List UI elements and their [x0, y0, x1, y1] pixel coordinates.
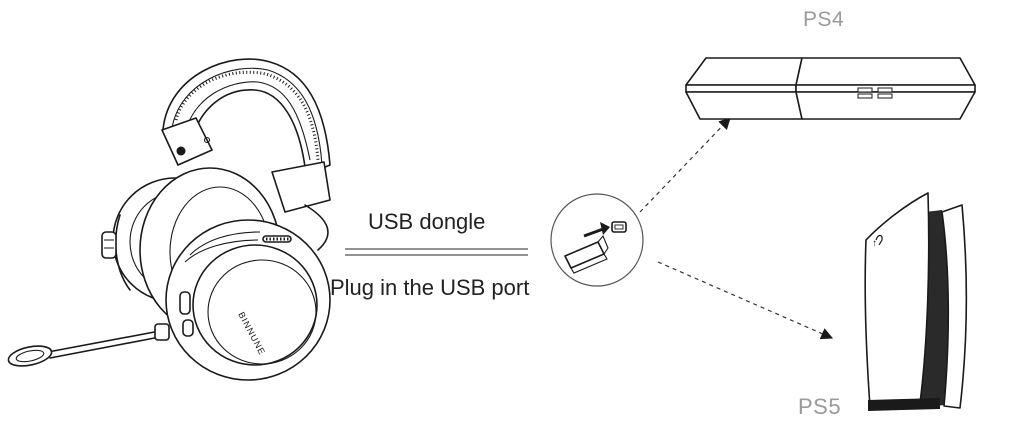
svg-text:↑: ↑ [872, 238, 877, 249]
arrow-to-ps4 [639, 117, 731, 213]
usb-dongle-icon [550, 193, 644, 287]
plug-instruction-label: Plug in the USB port [330, 275, 530, 300]
connector-lines [345, 248, 528, 256]
ps4-label: PS4 [803, 8, 845, 31]
ps5-label: PS5 [798, 394, 842, 419]
usb-dongle-label: USB dongle [368, 209, 486, 234]
ps4-console-icon [685, 57, 976, 120]
headset-icon: BINNUNE [7, 58, 331, 381]
arrow-to-ps5 [657, 261, 834, 340]
ps5-console-icon: ↑ [864, 192, 968, 411]
